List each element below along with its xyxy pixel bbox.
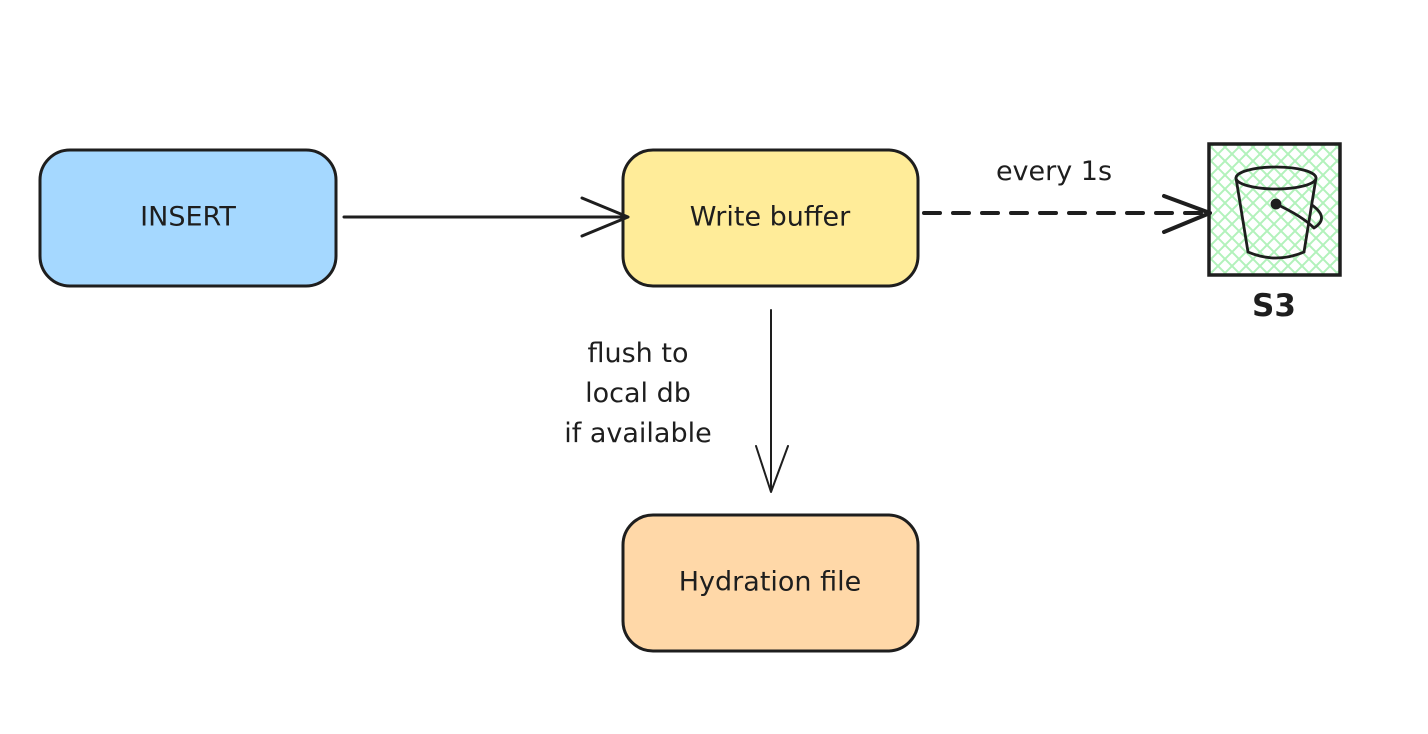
- hydration-file-box: [621, 513, 920, 653]
- flush-label-line-3: if available: [564, 418, 711, 449]
- buffer-to-hydration-arrow: [755, 309, 789, 493]
- hydration-file-node[interactable]: Hydration file: [621, 513, 920, 653]
- flush-label-line-2: local db: [585, 378, 691, 409]
- write-buffer-node[interactable]: Write buffer: [621, 148, 920, 288]
- every-1s-label: every 1s: [996, 156, 1112, 187]
- insert-node[interactable]: INSERT: [38, 148, 338, 288]
- flush-label: flush to local db if available: [564, 338, 711, 449]
- s3-node[interactable]: S3: [1207, 142, 1342, 324]
- insert-label: INSERT: [140, 202, 236, 233]
- write-buffer-label: Write buffer: [690, 202, 851, 233]
- insert-box: [38, 148, 338, 288]
- buffer-to-s3-arrow: [922, 194, 1212, 234]
- insert-to-buffer-arrow: [342, 196, 630, 238]
- s3-box: [1207, 142, 1342, 277]
- s3-label: S3: [1252, 288, 1296, 324]
- hydration-file-label: Hydration file: [679, 567, 862, 598]
- flush-label-line-1: flush to: [588, 338, 689, 369]
- bucket-icon: [1234, 165, 1323, 260]
